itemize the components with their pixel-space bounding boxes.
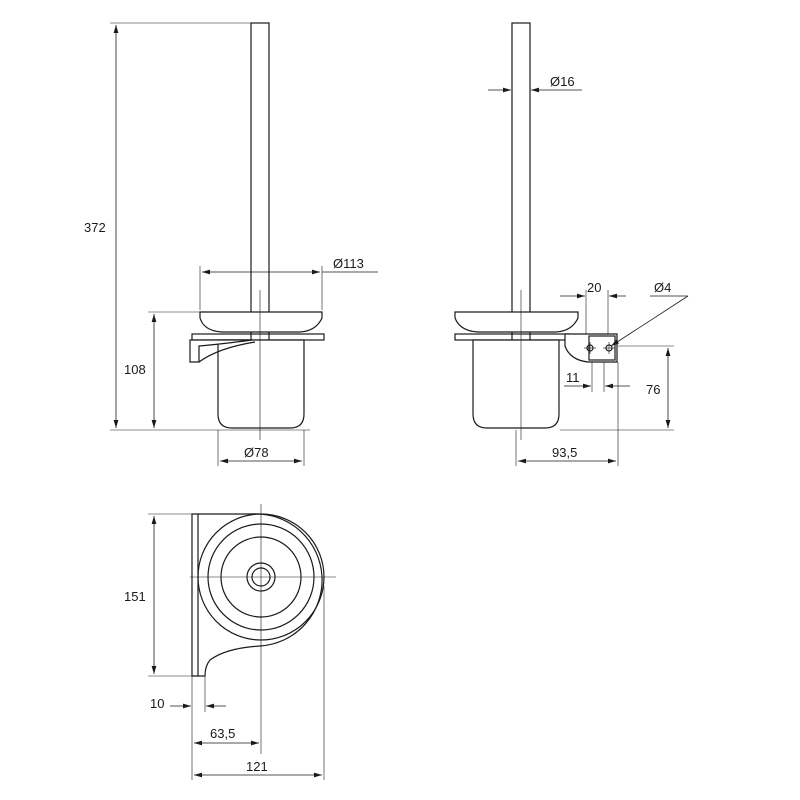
side-view: Ø16 20 Ø4 11 76 93,5 [454,22,689,466]
dim-113-label: Ø113 [333,256,364,271]
front-bracket-curve [198,341,256,363]
screw-hole-left [584,342,596,354]
dim-16-label: Ø16 [550,74,575,89]
dim-635-label: 63,5 [210,726,235,741]
top-view: 151 10 63,5 121 [124,504,336,780]
side-lid [454,311,579,333]
dim-78-label: Ø78 [244,445,269,460]
dim-372-label: 372 [84,220,106,235]
side-cup [472,339,560,429]
dim-10-label: 10 [150,696,164,711]
front-cup [217,339,305,429]
dim-76-label: 76 [646,382,660,397]
front-lid [199,311,323,333]
dim-20-label: 20 [587,280,601,295]
dim-121-label: 121 [246,759,268,774]
dim-line-4 [610,295,689,347]
top-body [191,513,323,677]
dim-935-label: 93,5 [552,445,577,460]
screw-hole-right [603,342,615,354]
dim-151-label: 151 [124,589,146,604]
dim-4-label: Ø4 [654,280,671,295]
front-rim [191,333,325,341]
front-bracket [189,339,253,363]
dim-11-label: 11 [566,370,580,385]
dim-108-label: 108 [124,362,146,377]
front-view: 372 108 Ø113 Ø78 [84,22,378,466]
